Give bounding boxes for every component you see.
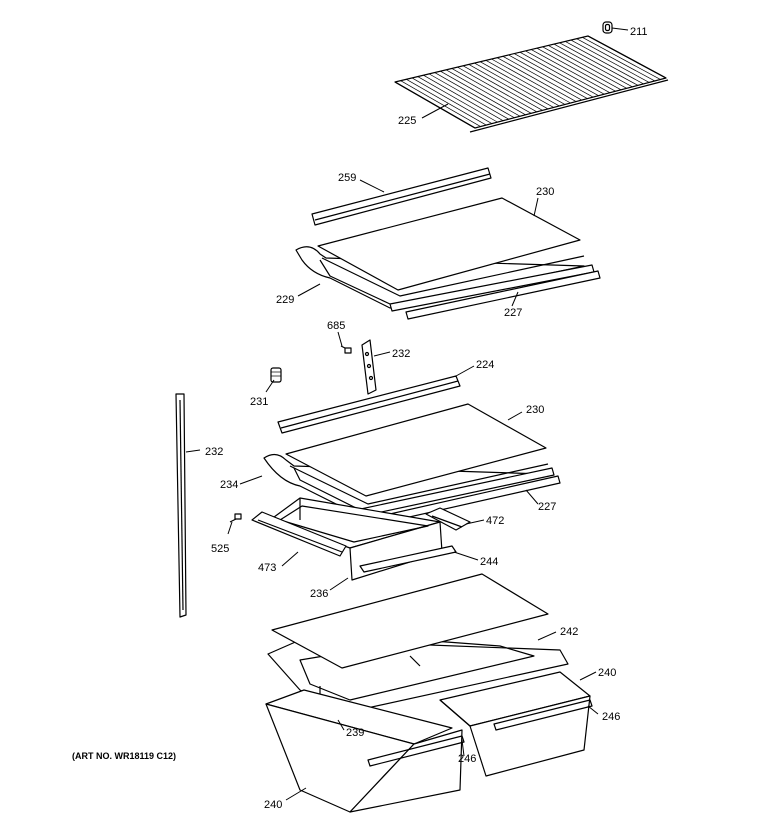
wire-rod — [565, 41, 644, 85]
wire-rod — [479, 61, 560, 107]
wire-rod — [474, 62, 554, 108]
part-259-shelf-trim — [311, 167, 492, 226]
label-473: 473 — [258, 562, 276, 574]
label-239: 239 — [346, 727, 364, 739]
label-240-left: 240 — [264, 799, 282, 811]
label-246-right: 246 — [602, 711, 620, 723]
part-232-ladder-left — [175, 393, 187, 618]
label-240-right: 240 — [598, 667, 616, 679]
wire-rod — [451, 68, 532, 114]
label-224: 224 — [476, 359, 494, 371]
part-232-ladder-center — [361, 339, 377, 395]
wire-rod — [406, 78, 487, 126]
wire-rod — [508, 54, 588, 99]
part-240-crisper-right — [439, 671, 593, 777]
label-227-top: 227 — [504, 307, 522, 319]
wire-rod — [553, 43, 633, 88]
part-227-rails-upper — [389, 264, 601, 320]
label-525: 525 — [211, 543, 229, 555]
wire-rod — [485, 60, 566, 105]
wire-rod — [576, 38, 655, 82]
wire-rod — [570, 39, 650, 83]
label-230-top: 230 — [536, 186, 554, 198]
part-685-screw — [340, 345, 352, 354]
wire-rod — [491, 58, 571, 104]
part-473-slide-rail — [251, 511, 347, 557]
wire-rod — [514, 53, 594, 98]
label-231: 231 — [250, 396, 268, 408]
wire-rod — [400, 80, 481, 127]
wire-rod — [502, 55, 582, 101]
wire-rod — [411, 77, 493, 124]
label-211: 211 — [630, 26, 648, 38]
wire-rod — [542, 46, 622, 91]
wire-rod — [457, 66, 537, 113]
art-number-caption: (ART NO. WR18119 C12) — [72, 751, 176, 761]
wire-rod — [462, 65, 543, 111]
wire-rod — [497, 57, 577, 102]
wire-rod — [548, 45, 627, 89]
part-230-glass-middle — [285, 403, 549, 505]
part-242-glass — [271, 573, 549, 669]
label-242: 242 — [560, 626, 578, 638]
label-236: 236 — [310, 588, 328, 600]
part-211-clip — [602, 21, 613, 34]
label-229: 229 — [276, 294, 294, 306]
label-472: 472 — [486, 515, 504, 527]
label-230-mid: 230 — [526, 404, 544, 416]
part-224-shelf-trim — [277, 375, 461, 434]
label-246-mid: 246 — [458, 753, 476, 765]
label-244: 244 — [480, 556, 498, 568]
leader-lines — [185, 27, 629, 801]
wire-rod — [468, 64, 549, 110]
label-232-left: 232 — [205, 446, 223, 458]
wire-rod — [582, 37, 661, 80]
label-227-mid: 227 — [538, 501, 556, 513]
wire-rod — [440, 70, 521, 117]
wire-rod — [434, 72, 515, 119]
part-230-glass-upper — [317, 197, 585, 297]
part-225-wire-shelf — [394, 35, 669, 133]
part-231-clip — [270, 367, 282, 383]
label-234: 234 — [220, 479, 238, 491]
wire-rod — [536, 47, 616, 92]
label-232-center: 232 — [392, 348, 410, 360]
part-525-screw — [229, 513, 242, 523]
wire-rod — [428, 73, 509, 120]
part-240-crisper-left — [265, 689, 465, 813]
wire-rod — [417, 76, 498, 123]
wire-rod — [423, 74, 504, 121]
label-225: 225 — [398, 115, 416, 127]
wire-rod — [445, 69, 526, 116]
wire-rod — [519, 51, 599, 96]
wire-rod — [559, 42, 639, 86]
part-244-rail — [359, 545, 457, 573]
label-259: 259 — [338, 172, 356, 184]
label-685: 685 — [327, 320, 345, 332]
wire-rod — [525, 50, 605, 95]
part-472-slide-rail — [425, 507, 471, 531]
wire-rod — [531, 49, 610, 94]
